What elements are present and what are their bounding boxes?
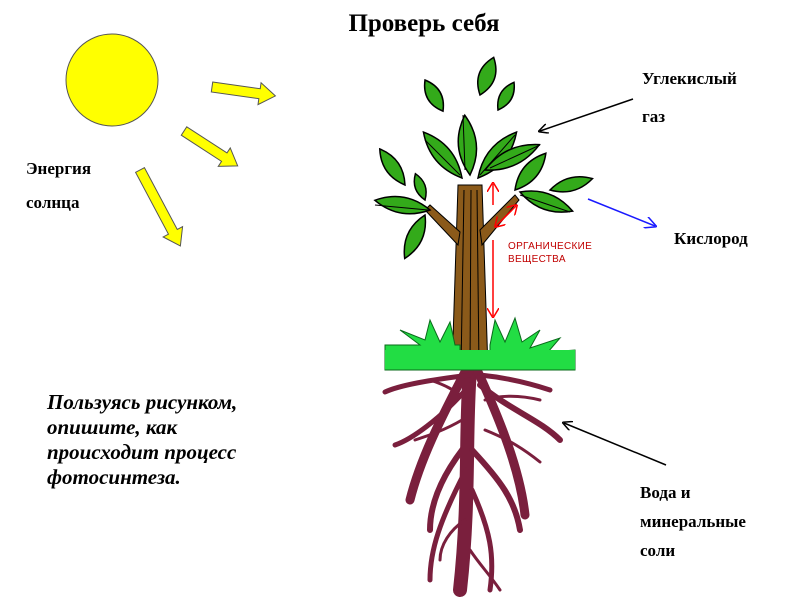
- task-line: фотосинтеза.: [47, 465, 181, 489]
- task-text: Пользуясь рисунком, опишите, как происхо…: [47, 390, 307, 490]
- sun: [65, 33, 159, 127]
- co2-pointer: [540, 98, 634, 131]
- leaf: [514, 152, 547, 192]
- organic-label-line1: ОРГАНИЧЕСКИЕ: [508, 241, 593, 252]
- sun-ray-arrows: [134, 81, 277, 247]
- water-label-line2: минеральные: [640, 512, 746, 531]
- oxygen-arrow: [587, 198, 655, 226]
- leaf: [423, 78, 445, 113]
- leaf: [457, 113, 478, 177]
- leaf: [496, 81, 516, 112]
- leaf: [378, 147, 406, 187]
- sun-ray-arrow: [134, 166, 184, 247]
- leaf: [518, 190, 575, 213]
- co2-label-line2: газ: [642, 107, 666, 126]
- energy-label-line2: солнца: [26, 193, 80, 212]
- leaf: [403, 213, 427, 260]
- leaf: [373, 195, 432, 215]
- water-label-line1: Вода и: [640, 483, 691, 502]
- oxygen-label: Кислород: [674, 229, 748, 248]
- task-line: опишите, как: [47, 415, 178, 439]
- leaf: [413, 172, 427, 202]
- co2-label-line1: Углекислый: [642, 69, 737, 88]
- grass: [384, 316, 576, 371]
- roots: [382, 363, 563, 597]
- task-line: Пользуясь рисунком,: [47, 390, 238, 414]
- leaf: [548, 176, 594, 193]
- water-label-line3: соли: [640, 541, 676, 560]
- organic-substances-label: ОРГАНИЧЕСКИЕ ВЕЩЕСТВА: [508, 240, 592, 266]
- organic-label-line2: ВЕЩЕСТВА: [508, 254, 566, 265]
- energy-label-line1: Энергия: [26, 159, 92, 178]
- water-pointer: [564, 423, 667, 466]
- leaf: [422, 130, 463, 180]
- leaf: [477, 56, 497, 97]
- page-title: Проверь себя: [348, 10, 500, 37]
- sun-ray-arrow: [180, 126, 239, 167]
- leaf-veins: [374, 114, 571, 213]
- task-line: происходит процесс: [47, 440, 237, 464]
- organic-arrows: [493, 184, 516, 316]
- sun-ray-arrow: [210, 81, 277, 106]
